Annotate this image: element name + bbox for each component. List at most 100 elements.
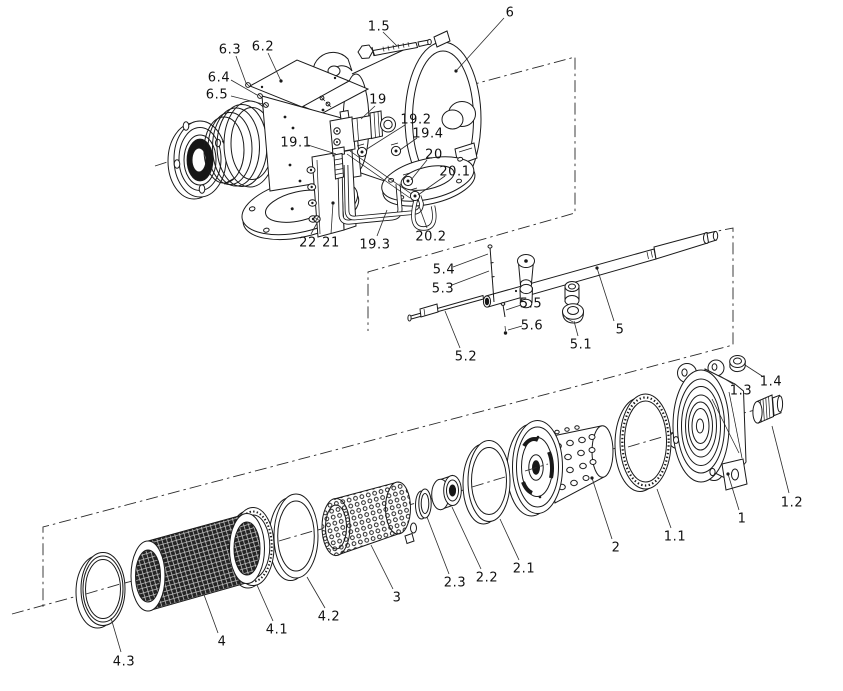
part-label-1: 1 [738, 512, 747, 527]
leader-line-2 [591, 477, 613, 540]
leader-line-19.3 [376, 209, 388, 237]
leader-line-5.4 [452, 253, 489, 268]
part-label-22: 22 [299, 236, 317, 251]
leader-line-4.1 [256, 584, 274, 622]
leader-line-5.6 [507, 325, 523, 331]
section-boundary-lines [42, 56, 734, 607]
leader-line-1.3 [719, 375, 734, 385]
leader-dot-21 [331, 201, 335, 205]
part-label-2: 2 [612, 541, 621, 556]
pipe-fittings [356, 142, 421, 202]
leader-line-2.3 [426, 516, 450, 575]
part-label-6.3: 6.3 [219, 43, 241, 58]
part-label-5.4: 5.4 [433, 263, 455, 278]
pin-5-5-5-6-part [500, 302, 508, 335]
part-label-5.5: 5.5 [520, 297, 542, 312]
inlet-flange-part [167, 120, 227, 200]
leader-line-5.1 [573, 320, 579, 337]
leader-line-5.2 [444, 310, 461, 349]
nozzle-tube-assembly [407, 230, 719, 335]
part-label-1.1: 1.1 [664, 530, 686, 545]
pin-5-3-5-4-part [487, 244, 495, 303]
solenoid-valve-part [329, 109, 396, 154]
part-label-6.2: 6.2 [252, 40, 274, 55]
leader-dot-6.2 [279, 79, 283, 83]
plate-screws [245, 82, 332, 108]
part-label-19.1: 19.1 [280, 136, 311, 151]
leader-line-19.1 [307, 144, 337, 155]
part-label-1.5: 1.5 [368, 20, 390, 35]
part-label-6.5: 6.5 [206, 88, 228, 103]
leader-line-4.2 [306, 576, 326, 609]
part-label-2.3: 2.3 [444, 576, 466, 591]
part-label-20.2: 20.2 [415, 230, 446, 245]
leader-line-3 [370, 544, 394, 590]
hex-bolt-part [357, 38, 432, 60]
leader-line-1.2 [771, 425, 790, 494]
part-label-20.1: 20.1 [439, 165, 470, 180]
part-label-6.4: 6.4 [208, 71, 230, 86]
axis-through-holes [85, 436, 663, 595]
part-label-1.3: 1.3 [730, 384, 752, 399]
leader-line-6.5 [230, 95, 264, 105]
leader-line-20.1 [417, 175, 446, 196]
leader-line-5 [596, 267, 615, 322]
strainer-basket-part [506, 420, 614, 517]
part-label-1.4: 1.4 [760, 375, 782, 390]
part-label-3: 3 [393, 591, 402, 606]
leader-dot-6 [454, 69, 458, 73]
bushing-part [431, 474, 462, 511]
leader-line-6.4 [230, 79, 258, 96]
nozzle-parts [517, 254, 535, 309]
seal-ring-part [614, 393, 672, 492]
leader-line-6.2 [267, 52, 282, 82]
threaded-plug-part [752, 394, 784, 424]
leader-dot-2 [590, 476, 594, 480]
part-label-4.1: 4.1 [266, 623, 288, 638]
leader-line-6 [455, 17, 505, 72]
cover-plate-part [248, 59, 351, 108]
part-label-4.2: 4.2 [318, 610, 340, 625]
cover-top-tab [433, 30, 451, 48]
leader-line-1.5 [382, 31, 398, 47]
leader-line-20.2 [418, 205, 428, 229]
ring-2-3-part [415, 488, 432, 520]
filter-element-part [130, 513, 265, 612]
leader-line-6.3 [235, 55, 247, 84]
leader-dot-5 [595, 266, 599, 270]
part-label-19.3: 19.3 [359, 238, 390, 253]
leader-line-5.3 [451, 270, 490, 286]
part-label-21: 21 [322, 236, 340, 251]
part-label-20: 20 [425, 148, 443, 163]
perforated-sleeve-part [321, 481, 417, 557]
leader-line-21 [330, 202, 334, 235]
leader-line-19 [360, 105, 376, 120]
leader-line-2.1 [499, 518, 520, 561]
part-label-5.2: 5.2 [455, 350, 477, 365]
screw-22-part [313, 215, 321, 223]
union-nut-part [562, 281, 584, 324]
part-label-2.1: 2.1 [513, 562, 535, 577]
leader-line-5.5 [505, 304, 522, 311]
pump-assembly [167, 30, 482, 240]
leader-line-2.2 [451, 506, 482, 570]
leader-line-1.1 [656, 488, 672, 529]
part-label-4.3: 4.3 [113, 655, 135, 670]
part-label-19.2: 19.2 [400, 113, 431, 128]
leader-line-4.3 [110, 617, 122, 653]
part-label-5: 5 [616, 323, 625, 338]
part-label-1.2: 1.2 [781, 496, 803, 511]
part-label-6: 6 [506, 6, 515, 21]
leader-line-1 [727, 473, 740, 511]
pipe-loop-part [337, 150, 437, 231]
part-label-2.2: 2.2 [476, 571, 498, 586]
part-label-19.4: 19.4 [412, 127, 443, 142]
part-label-5.1: 5.1 [570, 338, 592, 353]
part-label-5.6: 5.6 [521, 319, 543, 334]
needle-rod-part [407, 294, 485, 322]
end-cover-part [668, 359, 748, 491]
nut-part [729, 355, 746, 373]
